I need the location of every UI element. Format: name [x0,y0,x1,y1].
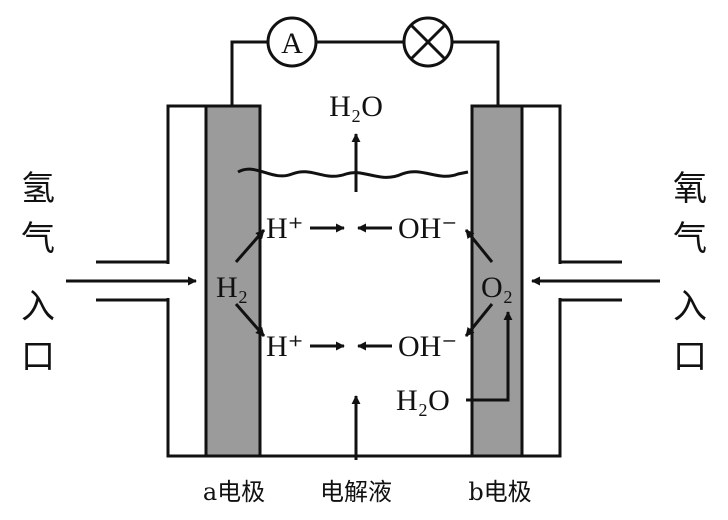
electrolyte-label: 电解液 [320,478,392,506]
hplus-upper-label: H⁺ [266,212,304,245]
h2-to-hplus-lower-arrow [234,303,266,337]
electrode-a-label: a电极 [203,478,265,506]
water-top-label: H₂O [329,90,383,123]
circuit-wire-left [230,40,268,106]
oxygen-inlet-char-4: 口 [673,337,707,377]
water-right-label: H₂O [396,384,450,417]
water-to-o2-arrow [466,311,513,402]
oxygen-inlet-char-1: 氧 [673,169,707,209]
hydrogen-inlet-char-1: 氢 [21,169,55,209]
electrode-b-label: b电极 [468,478,531,506]
external-circuit: A [230,16,500,106]
oxygen-inlet-char-2: 气 [673,219,707,259]
hydrogen-inlet-char-2: 气 [21,219,55,259]
oxygen-inlet-char-3: 入 [673,287,707,327]
liquid-surface [237,167,469,179]
o2-to-ohminus-upper-arrow [464,229,494,263]
ohminus-lower-label: OH⁻ [398,330,457,363]
o2-to-ohminus-lower-arrow [464,303,494,337]
hydrogen-inlet-char-3: 入 [21,287,55,327]
hydrogen-inlet-char-4: 口 [21,337,55,377]
ammeter-icon [266,16,318,68]
o2-label: O₂ [481,271,513,304]
h2-to-hplus-upper-arrow [234,229,266,263]
hplus-lower-label: H⁺ [266,330,304,363]
lamp-cross-2 [409,23,447,61]
ohminus-upper-label: OH⁻ [398,212,457,245]
oxygen-inlet-label: 氧 气 入 口 [673,169,707,377]
circuit-wire-right [452,40,500,106]
hydrogen-inlet-label: 氢 气 入 口 [21,169,55,377]
ammeter-symbol: A [281,27,303,60]
h2-label: H₂ [216,271,248,304]
